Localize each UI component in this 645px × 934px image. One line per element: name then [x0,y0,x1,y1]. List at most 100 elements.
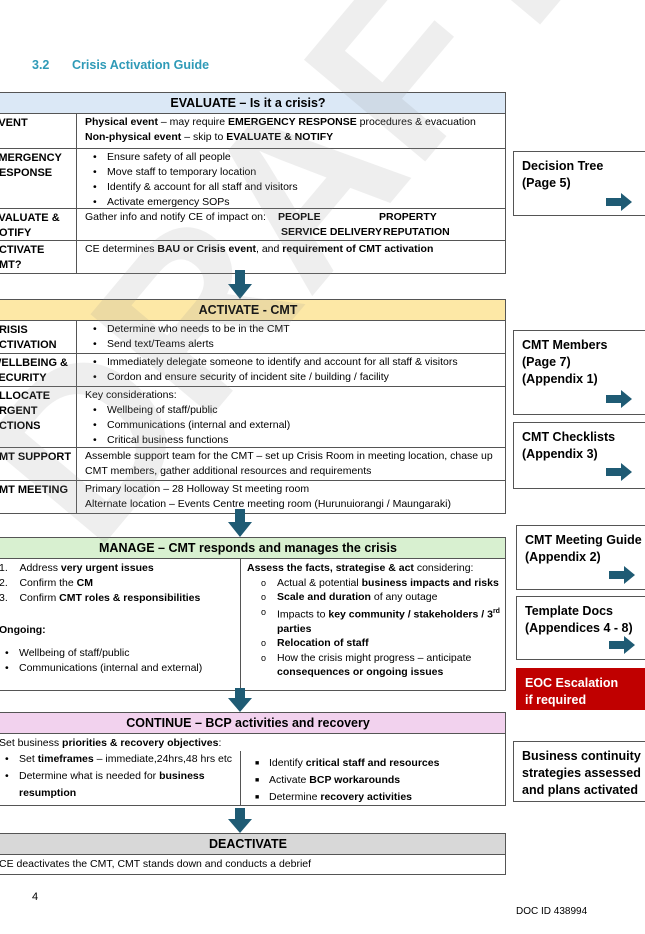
box-text: (Appendix 3) [522,447,598,461]
row-content: Key considerations: Wellbeing of staff/p… [77,387,505,448]
cmt-checklists-box[interactable]: CMT Checklists (Appendix 3) [513,422,645,489]
text: EMERGENCY RESPONSE [228,116,357,128]
template-docs-box[interactable]: Template Docs (Appendices 4 - 8) [516,596,645,660]
text: Confirm [19,592,60,604]
text: rd [492,607,500,615]
section-title: Crisis Activation Guide [72,58,210,72]
arrow-right-icon [606,463,632,481]
continue-right: Identify critical staff and resources Ac… [241,751,505,806]
row-label: EMERGENCY RESPONSE [0,149,77,208]
evaluate-emergency-row: EMERGENCY RESPONSE Ensure safety of all … [0,149,505,210]
list-item: How the crisis might progress – anticipa… [261,651,505,680]
row-label: CRISIS ACTIVATION [0,321,77,353]
row-label: EVENT [0,114,77,148]
row-label: CMT MEETING [0,481,77,513]
arrow-down-icon [228,688,252,712]
list-item: Determine recovery activities [255,789,505,806]
text: SERVICE DELIVERY [281,226,382,238]
page-number: 4 [32,891,39,903]
row-content: Gather info and notify CE of impact on: … [77,209,505,240]
text: BCP workarounds [309,774,401,786]
list-item: Ensure safety of all people [93,150,505,165]
doc-id: DOC ID 438994 [516,906,588,917]
text: priorities & recovery objectives [62,737,219,749]
text: REPUTATION [383,226,450,238]
text: How the crisis might progress – anticipa… [277,651,472,664]
box-text: CMT Members [522,338,608,352]
box-text: (Appendix 2) [525,550,601,564]
text: Physical event [85,116,158,128]
text: , and [256,243,283,255]
arrow-right-icon [609,636,635,654]
row-content: Physical event – may require EMERGENCY R… [77,114,505,148]
text: – skip to [181,131,227,143]
box-text: CMT Meeting Guide [525,533,642,547]
text: Impacts to [277,608,329,620]
row-content: Determine who needs to be in the CMT Sen… [77,321,505,353]
text: Set [19,753,38,765]
box-text: CMT Checklists [522,430,616,444]
activate-support-row: CMT SUPPORT Assemble support team for th… [0,448,505,481]
list-item: Cordon and ensure security of incident s… [93,370,505,385]
text: Activate [269,774,310,786]
box-text: and plans activated [522,783,639,797]
text: critical staff and resources [305,757,440,769]
list-item: Send text/Teams alerts [93,337,505,352]
manage-body: 1. Address very urgent issues 2. Confirm… [0,559,505,690]
activate-crisis-row: CRISIS ACTIVATION Determine who needs to… [0,321,505,354]
step-num: 1. [0,562,8,574]
list-item: Activate BCP workarounds [255,772,505,789]
continue-table: CONTINUE – BCP activities and recovery S… [0,712,506,806]
text: CMT roles & responsibilities [59,592,201,604]
arrow-right-icon [606,193,632,211]
text: BAU or Crisis event [157,243,256,255]
text: Scale and duration [277,591,371,603]
activate-meeting-row: CMT MEETING Primary location – 28 Hollow… [0,481,505,513]
box-text: Business continuity [522,749,641,763]
decision-tree-box[interactable]: Decision Tree (Page 5) [513,151,645,216]
continue-left: Set timeframes – immediate,24hrs,48 hrs … [0,751,241,805]
text: PEOPLE [278,211,321,223]
evaluate-activate-row: ACTIVATE CMT? CE determines BAU or Crisi… [0,241,505,273]
evaluate-notify-row: EVALUATE & NOTIFY Gather info and notify… [0,209,505,241]
row-label: CMT SUPPORT [0,448,77,480]
manage-table: MANAGE – CMT responds and manages the cr… [0,537,506,691]
arrow-down-icon [228,509,252,537]
list-item: Communications (internal and external) [5,661,240,676]
evaluate-header: EVALUATE – Is it a crisis? [0,93,505,114]
text: Confirm the [19,577,77,589]
list-item: Immediately delegate someone to identify… [93,355,505,370]
ongoing-label: Ongoing: [0,624,46,636]
continue-header: CONTINUE – BCP activities and recovery [0,713,505,734]
activate-wellbeing-row: WELLBEING & SECURITY Immediately delegat… [0,354,505,387]
box-text: if required [525,693,587,707]
cmt-members-box[interactable]: CMT Members (Page 7) (Appendix 1) [513,330,645,415]
text: PROPERTY [379,211,437,223]
row-label: ALLOCATE URGENT ACTIONS [0,387,77,447]
list-item: Actual & potential business impacts and … [261,576,505,591]
text: key community / stakeholders / 3 [328,608,493,620]
list-item: Determine what is needed for business re… [5,768,240,802]
arrow-down-icon [228,270,252,299]
evaluate-event-row: EVENT Physical event – may require EMERG… [0,114,505,149]
text: business resumption [19,770,205,799]
evaluate-table: EVALUATE – Is it a crisis? EVENT Physica… [0,92,506,274]
step-num: 3. [0,592,8,604]
manage-step-1: 1. Address very urgent issues [0,561,240,576]
list-item: Determine who needs to be in the CMT [93,322,505,337]
row-label: ACTIVATE CMT? [0,241,77,273]
list-item: Wellbeing of staff/public [5,646,240,661]
cmt-meeting-guide-box[interactable]: CMT Meeting Guide (Appendix 2) [516,525,645,590]
business-continuity-box: Business continuity strategies assessed … [513,741,645,802]
list-item: Wellbeing of staff/public [93,403,505,418]
manage-header: MANAGE – CMT responds and manages the cr… [0,538,505,559]
step-num: 2. [0,577,8,589]
activate-allocate-row: ALLOCATE URGENT ACTIONS Key consideratio… [0,387,505,448]
list-item: Communications (internal and external) [93,418,505,433]
text: requirement of CMT activation [282,243,434,255]
text: procedures & evacuation [356,116,476,128]
activate-header: ACTIVATE - CMT [0,300,505,321]
text: Actual & potential [277,576,362,589]
deactivate-text: CE deactivates the CMT, CMT stands down … [0,858,312,870]
row-content: Assemble support team for the CMT – set … [85,450,493,477]
